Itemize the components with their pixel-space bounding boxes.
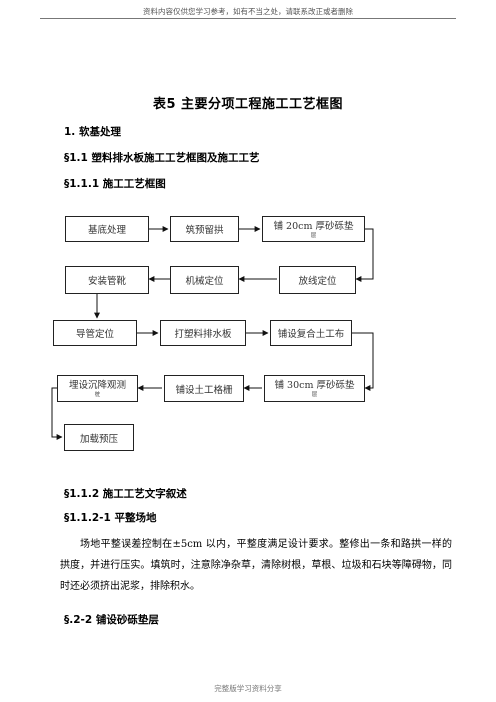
section-heading-1-1-2: §1.1.2 施工工艺文字叙述 (64, 488, 187, 500)
flow-box-gravel-20cm-line2: 层 (310, 233, 317, 239)
flow-box-lay-geogrid: 铺设土工格栅 (164, 375, 244, 402)
flow-box-gravel-30cm: 铺 30cm 厚砂砾垫 层 (264, 375, 365, 402)
header-rule (40, 18, 456, 19)
section-heading-1-1-1: §1.1.1 施工工艺框图 (64, 178, 166, 190)
page-header: 资料内容仅供您学习参考，如有不当之处，请联系改正或者删除 (143, 7, 353, 16)
flow-box-stakeout: 放线定位 (279, 266, 356, 294)
arrow-b9-b12 (352, 332, 374, 391)
flow-box-camber: 筑预留拱 (170, 216, 239, 242)
table-title: 表5 主要分项工程施工工艺框图 (152, 97, 344, 112)
flow-box-gravel-30cm-line2: 层 (311, 392, 318, 398)
flow-box-gravel-30cm-line1: 铺 30cm 厚砂砾垫 (274, 380, 355, 391)
flow-box-foundation-treatment: 基底处理 (65, 216, 149, 242)
section-heading-2-2: §.2-2 铺设砂砾垫层 (64, 614, 159, 626)
page-footer: 完整版学习资料分享 (214, 684, 282, 693)
flow-box-machine-position: 机械定位 (170, 266, 239, 294)
flow-box-gravel-20cm-line1: 铺 20cm 厚砂砾垫 (273, 221, 354, 232)
flow-box-settlement-pile-line2: 桩 (94, 392, 101, 398)
section-heading-1-1: §1.1 塑料排水板施工工艺框图及施工工艺 (64, 152, 260, 164)
flow-box-preload: 加载预压 (64, 424, 134, 451)
flow-box-gravel-20cm: 铺 20cm 厚砂砾垫 层 (262, 216, 365, 242)
flow-box-drive-drain-board: 打塑料排水板 (160, 320, 246, 346)
flow-box-settlement-pile: 埋设沉降观测 桩 (57, 375, 138, 402)
arrow-b10-b13 (51, 387, 63, 440)
paragraph-site-leveling: 场地平整误差控制在±5cm 以内，平整度满足设计要求。整修出一条和路拱一样的拱度… (60, 539, 452, 592)
flow-box-install-shoe: 安装管靴 (65, 266, 149, 294)
flow-box-conduit-position: 导管定位 (53, 320, 137, 346)
section-heading-1-1-2-1: §1.1.2-1 平整场地 (64, 512, 157, 524)
flow-box-lay-geotextile: 铺设复合土工布 (270, 320, 352, 346)
arrow-b3-b6 (355, 228, 374, 282)
flow-box-settlement-pile-line1: 埋设沉降观测 (68, 380, 126, 391)
section-heading-1: 1. 软基处理 (64, 126, 121, 138)
